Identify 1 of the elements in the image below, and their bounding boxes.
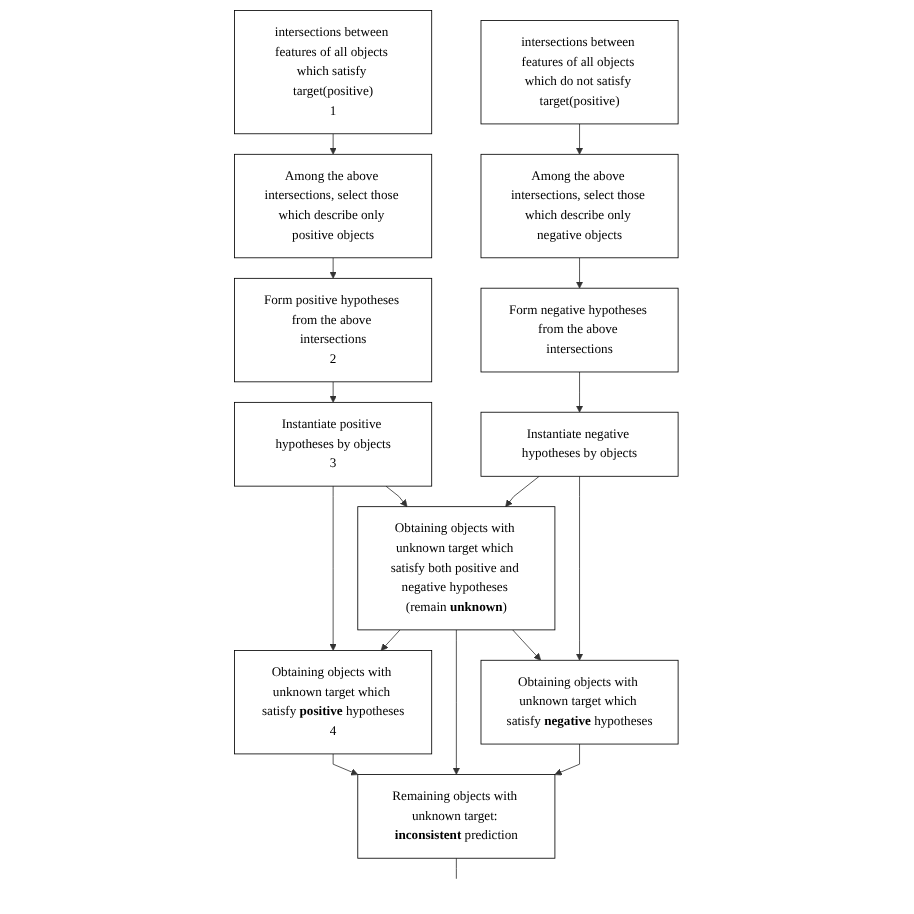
connector [456,857,458,880]
